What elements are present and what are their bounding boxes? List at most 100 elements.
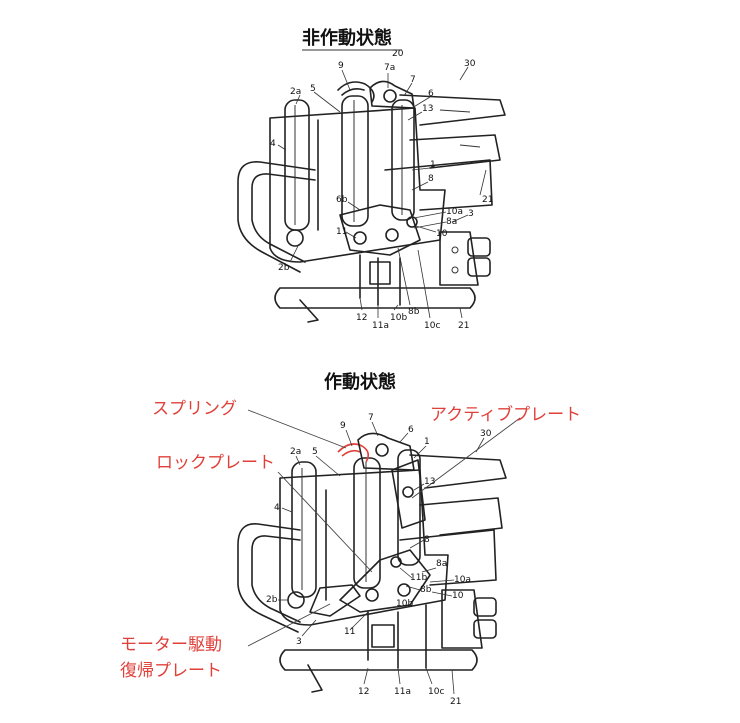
top-cylinder-5 [341, 95, 369, 227]
annotation-lock-plate: ロックプレート [156, 453, 275, 473]
bottom-side-plate [399, 529, 497, 586]
top-label-30: 30 [464, 59, 476, 69]
top-label-11: 11 [336, 227, 347, 237]
top-lock-plate [339, 204, 421, 256]
bottom-front-block-2 [473, 619, 497, 639]
bottom-base-plate [371, 624, 395, 648]
annotation-spring: スプリング [152, 399, 237, 419]
top-label-8: 8 [428, 174, 434, 184]
top-hole-10 [406, 216, 418, 228]
bottom-hole-8b [390, 556, 402, 568]
top-label-9: 9 [338, 61, 344, 71]
bottom-title: 作動状態 [324, 371, 396, 393]
top-label-10: 10 [436, 229, 448, 239]
lock-plate-leader [277, 471, 373, 573]
top-label-8b: 8b [408, 307, 420, 317]
top-label-7: 7 [410, 75, 416, 85]
bottom-left-bent-rod [237, 523, 301, 633]
top-left-bent-rod [237, 161, 316, 273]
bottom-spring-coil [337, 443, 370, 463]
bottom-rear-rail [409, 454, 507, 489]
bottom-label-5: 5 [312, 447, 318, 457]
top-left-bent-rod-inner [251, 173, 316, 263]
bottom-label-12: 12 [358, 687, 369, 697]
top-bracket-plate [369, 80, 415, 109]
top-label-10b: 10b [390, 313, 407, 323]
bottom-active-plate [391, 459, 426, 529]
motor-plate-leader [247, 603, 331, 647]
top-figure: 非作動状態 [237, 27, 506, 331]
top-rear-rail [399, 94, 506, 126]
top-label-6b: 6b [336, 195, 348, 205]
top-label-20: 20 [392, 49, 404, 59]
top-label-21a: 21 [482, 195, 493, 205]
active-plate-leader [411, 417, 521, 499]
top-pivot-2b [286, 229, 304, 247]
bottom-cylinder-5 [353, 457, 381, 589]
bottom-label-6: 6 [408, 425, 414, 435]
bottom-label-11a: 11a [394, 687, 411, 697]
annotation-leaders [247, 409, 521, 647]
bottom-leader-lines [278, 421, 485, 695]
top-label-2b: 2b [278, 263, 290, 273]
bottom-figure: 作動状態 [120, 371, 581, 707]
top-foot [299, 299, 319, 323]
bottom-label-11: 11 [344, 627, 355, 637]
bottom-label-10b: 10b [396, 599, 413, 609]
bottom-rear-rail-2 [419, 497, 503, 536]
top-label-1: 1 [430, 160, 436, 170]
top-side-plate [384, 159, 493, 211]
annotation-active-plate: アクティブプレート [430, 404, 581, 425]
annotation-motor-line1: モーター駆動 [120, 635, 222, 655]
bottom-label-2a: 2a [290, 447, 301, 457]
bottom-left-bent-rod-inner [251, 535, 301, 623]
top-front-block-2 [467, 257, 491, 277]
bottom-front-block [473, 597, 497, 617]
top-label-10a: 10a [446, 207, 463, 217]
top-label-2a: 2a [290, 87, 301, 97]
bottom-label-11b: 11b [410, 573, 427, 583]
spring-leader [247, 409, 347, 449]
top-label-11a: 11a [372, 321, 389, 331]
bottom-label-21: 21 [450, 697, 461, 707]
bottom-label-7: 7 [368, 413, 374, 423]
bottom-label-10a: 10a [454, 575, 471, 585]
top-cylinder-6 [391, 99, 415, 221]
top-spring-coil [337, 81, 375, 103]
top-label-7a: 7a [384, 63, 395, 73]
top-front-bracket [439, 231, 479, 286]
top-label-12: 12 [356, 313, 367, 323]
bottom-bracket-hole [375, 443, 389, 457]
bottom-label-8a: 8a [436, 559, 447, 569]
bottom-label-10c: 10c [428, 687, 444, 697]
bottom-front-bracket [441, 589, 483, 649]
top-rear-rail-2 [409, 134, 501, 169]
bottom-label-30: 30 [480, 429, 492, 439]
bottom-label-10: 10 [452, 591, 464, 601]
top-title: 非作動状態 [302, 27, 392, 49]
bottom-label-8: 8 [424, 535, 430, 545]
top-leader-lines [277, 66, 487, 319]
top-label-8a: 8a [446, 217, 457, 227]
top-front-bracket-hole [451, 246, 459, 254]
bottom-label-2b: 2b [266, 595, 278, 605]
top-hole-11 [353, 231, 367, 245]
bottom-active-plate-hole [402, 486, 414, 498]
bottom-label-13: 13 [424, 477, 435, 487]
top-housing-plate [269, 107, 446, 263]
bottom-motor-return-plate [309, 584, 361, 617]
top-label-4: 4 [270, 139, 276, 149]
bottom-bottom-tube [279, 649, 478, 671]
top-bracket-hole [383, 89, 397, 103]
top-front-bracket-hole-2 [451, 266, 459, 274]
bottom-foot [307, 664, 323, 693]
top-label-6: 6 [428, 89, 434, 99]
annotation-motor-line2: 復帰プレート [120, 661, 222, 681]
top-front-block [467, 237, 491, 257]
bottom-label-8b: 8b [420, 585, 432, 595]
top-bottom-tube [274, 287, 476, 309]
top-cylinder-2a [284, 99, 310, 231]
bottom-label-3: 3 [296, 637, 302, 647]
bottom-label-9: 9 [340, 421, 346, 431]
